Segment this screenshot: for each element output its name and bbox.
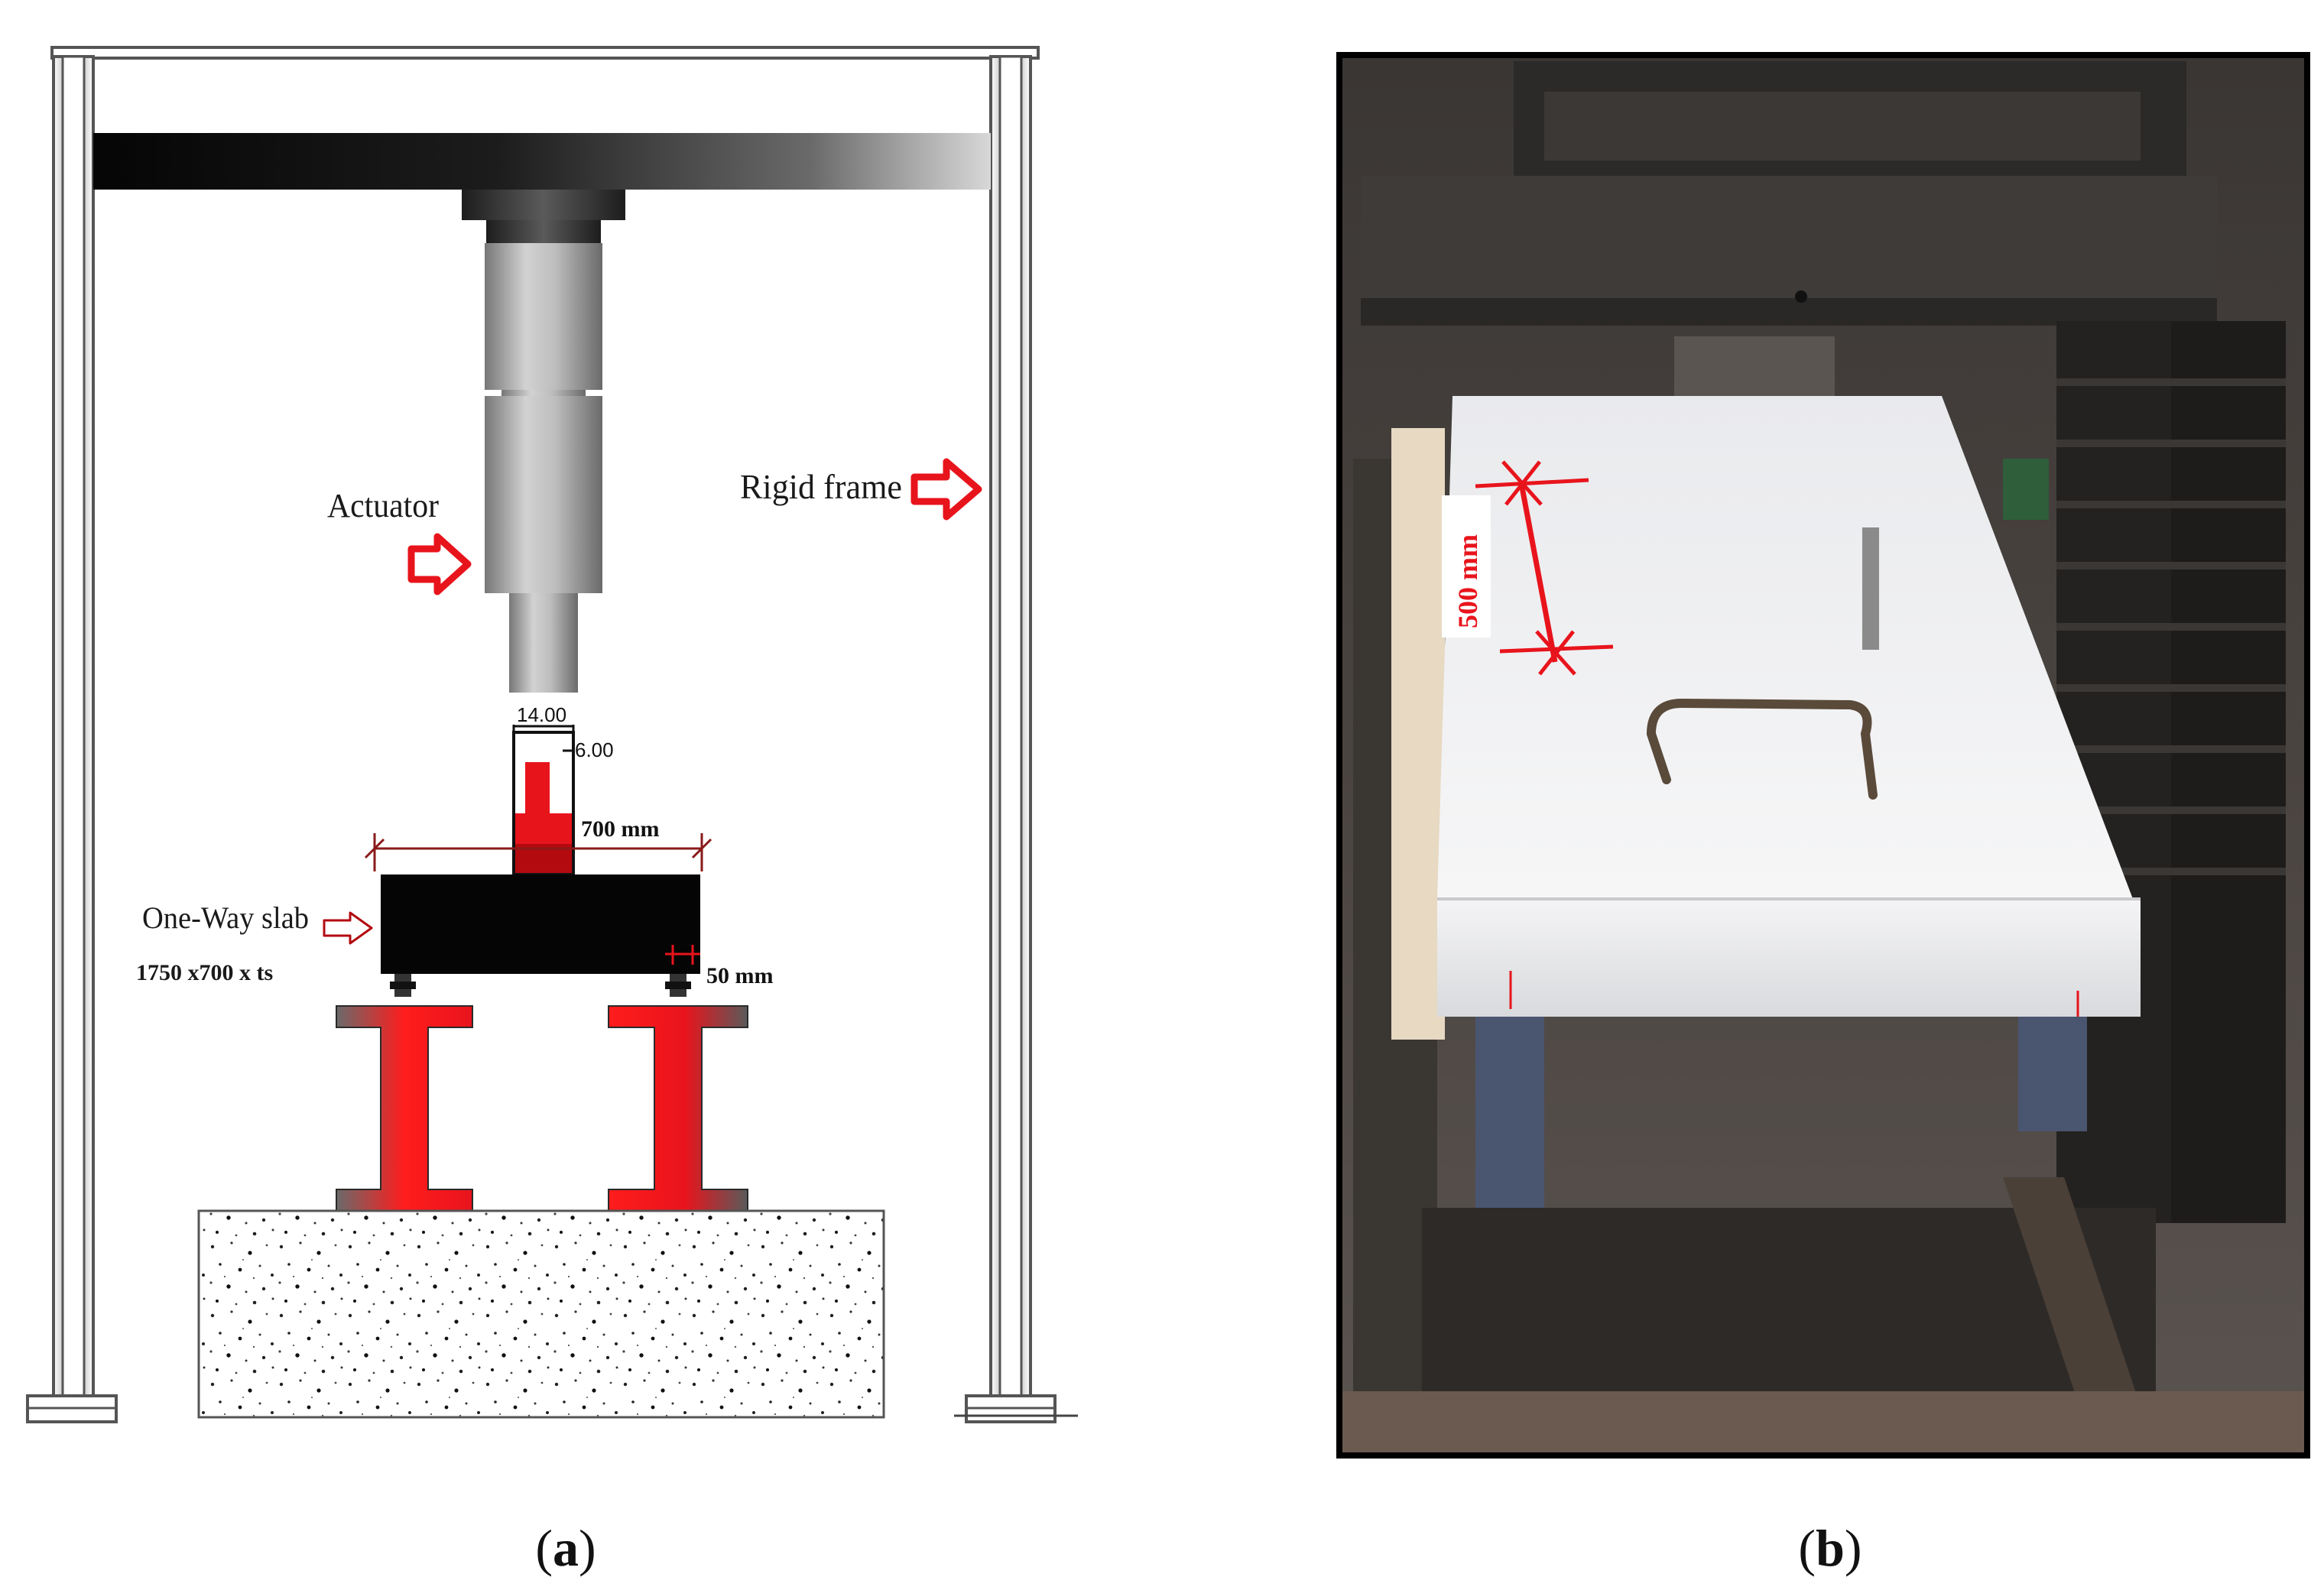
sensor-clamp xyxy=(2003,459,2049,520)
slab-dims-label: 1750 x700 x ts xyxy=(136,960,273,985)
i-beam-left xyxy=(336,1005,473,1212)
load-plunger xyxy=(512,731,575,876)
machine-crosshead xyxy=(1361,176,2217,321)
rebar-hook xyxy=(1646,698,1878,800)
rigid-frame-arrow-icon xyxy=(910,458,982,521)
dim-50-line xyxy=(665,945,700,965)
dim-14-label: 14.00 xyxy=(517,703,566,726)
caption-a: (a) xyxy=(535,1519,596,1577)
frame-right-post xyxy=(965,55,1057,1423)
slab-label: One-Way slab xyxy=(142,900,309,935)
panel-b-photo: 500 mm (b) xyxy=(1336,52,2310,1577)
slab-arrow-icon xyxy=(323,911,373,945)
floor-rail xyxy=(2003,1177,2156,1452)
lvdt-sensor xyxy=(1862,527,1879,650)
rigid-frame-label: Rigid frame xyxy=(740,467,902,506)
cross-beam xyxy=(93,133,991,190)
dim-50-label: 50 mm xyxy=(706,963,773,988)
concrete-base xyxy=(197,1209,885,1419)
caption-b: (b) xyxy=(1798,1519,1861,1577)
frame-top-line xyxy=(50,46,1040,60)
actuator xyxy=(462,190,625,693)
crosshead-hole xyxy=(1795,290,1807,303)
slab-top-surface xyxy=(1437,396,2133,899)
dim-500-annotation xyxy=(1442,460,1614,676)
roller-supports xyxy=(390,974,691,997)
slab-front-face xyxy=(1437,899,2141,1017)
dim-700-label: 700 mm xyxy=(581,816,659,842)
actuator-arrow-icon xyxy=(407,533,472,595)
panel-a-schematic: Actuator Rigid frame 14.00 6.00 xyxy=(26,46,1078,1577)
threaded-columns xyxy=(2056,321,2286,1223)
one-way-slab xyxy=(381,874,700,974)
dim-plunger xyxy=(512,725,575,764)
actuator-label: Actuator xyxy=(327,487,439,524)
dim-500-label: 500 mm xyxy=(1452,534,1483,628)
dim-6-label: 6.00 xyxy=(575,738,614,761)
dim-700-line xyxy=(364,833,712,871)
support-roller-right xyxy=(2018,1017,2087,1131)
floor xyxy=(1342,1391,2304,1452)
i-beam-right xyxy=(608,1005,748,1212)
frame-left-post xyxy=(26,55,118,1423)
machine-top-detail xyxy=(1544,92,2141,161)
rig-left-board xyxy=(1391,428,1445,1040)
